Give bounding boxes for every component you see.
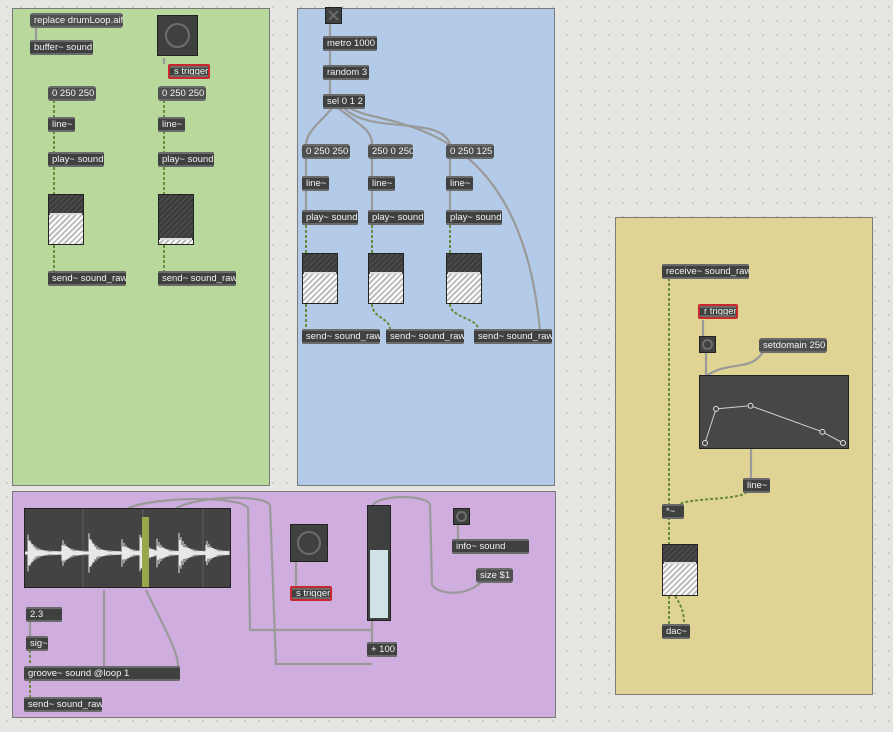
- purple-send-object[interactable]: send~ sound_raw: [24, 697, 102, 712]
- playhead-marker[interactable]: [142, 517, 149, 587]
- blue-voice-1-send[interactable]: send~ sound_raw: [302, 329, 380, 344]
- send-trigger-object[interactable]: s trigger: [168, 64, 210, 79]
- blue-voice-1-line[interactable]: line~: [302, 176, 329, 191]
- meter-level-line: [664, 562, 696, 564]
- voice-2-meter: [158, 194, 194, 245]
- receive-object[interactable]: receive~ sound_raw: [662, 264, 749, 279]
- blue-voice-2-send[interactable]: send~ sound_raw: [386, 329, 464, 344]
- voice-2-play[interactable]: play~ sound: [158, 152, 214, 167]
- blue-voice-1-play[interactable]: play~ sound: [302, 210, 358, 225]
- envelope-point-1[interactable]: [713, 405, 720, 412]
- meter-level-line: [304, 272, 336, 274]
- voice-1-play[interactable]: play~ sound: [48, 152, 104, 167]
- size-message[interactable]: size $1: [476, 568, 513, 583]
- voice-1-meter: [48, 194, 84, 245]
- yellow-line-object[interactable]: line~: [743, 478, 770, 493]
- meter-level-line: [370, 272, 402, 274]
- meter-level-line: [50, 213, 82, 215]
- voice-2-line[interactable]: line~: [158, 117, 185, 132]
- voice-1-message[interactable]: 0 250 250: [48, 86, 96, 101]
- purple-bang[interactable]: [290, 524, 328, 562]
- waveform-display[interactable]: [24, 508, 231, 588]
- yellow-bang[interactable]: [699, 336, 716, 353]
- voice-2-message[interactable]: 0 250 250: [158, 86, 206, 101]
- sig-object[interactable]: sig~: [26, 636, 48, 651]
- toggle-x-icon: [328, 10, 339, 21]
- blue-voice-1-message[interactable]: 0 250 250: [302, 144, 350, 159]
- voice-2-send[interactable]: send~ sound_raw: [158, 271, 236, 286]
- loop-slider[interactable]: [367, 505, 391, 621]
- sel-object[interactable]: sel 0 1 2: [323, 94, 365, 109]
- blue-voice-3-play[interactable]: play~ sound: [446, 210, 502, 225]
- envelope-point-2[interactable]: [747, 402, 754, 409]
- meter-level-line: [448, 272, 480, 274]
- waveform-graphic: [25, 509, 230, 587]
- dac-object[interactable]: dac~: [662, 624, 690, 639]
- buffer-object[interactable]: buffer~ sound: [30, 40, 93, 55]
- blue-voice-3-meter: [446, 253, 482, 304]
- purple-send-trigger-object[interactable]: s trigger: [290, 586, 332, 601]
- envelope-graphic: [702, 402, 846, 446]
- voice-1-line[interactable]: line~: [48, 117, 75, 132]
- setdomain-message[interactable]: setdomain 250: [759, 338, 827, 353]
- envelope-point-3[interactable]: [819, 428, 826, 435]
- replace-message[interactable]: replace drumLoop.aif: [30, 13, 123, 28]
- blue-voice-1-meter: [302, 253, 338, 304]
- envelope-function[interactable]: [699, 375, 849, 449]
- voice-1-send[interactable]: send~ sound_raw: [48, 271, 126, 286]
- meter-level-line: [160, 238, 192, 240]
- blue-voice-3-send[interactable]: send~ sound_raw: [474, 329, 552, 344]
- rate-number-box[interactable]: 2.3: [26, 607, 62, 622]
- multiply-object[interactable]: *~: [662, 504, 684, 519]
- info-bang[interactable]: [453, 508, 470, 525]
- blue-voice-2-message[interactable]: 250 0 250: [368, 144, 413, 159]
- metro-toggle[interactable]: [325, 7, 342, 24]
- blue-voice-3-line[interactable]: line~: [446, 176, 473, 191]
- envelope-point-0[interactable]: [702, 440, 708, 446]
- trigger-bang[interactable]: [157, 15, 198, 56]
- blue-voice-2-line[interactable]: line~: [368, 176, 395, 191]
- green-panel: [12, 8, 270, 486]
- groove-object[interactable]: groove~ sound @loop 1: [24, 666, 180, 681]
- info-object[interactable]: info~ sound: [452, 539, 529, 554]
- random-object[interactable]: random 3: [323, 65, 369, 80]
- blue-voice-2-meter: [368, 253, 404, 304]
- yellow-panel: [615, 217, 873, 695]
- yellow-meter: [662, 544, 698, 596]
- receive-trigger-object[interactable]: r trigger: [698, 304, 738, 319]
- envelope-point-4[interactable]: [840, 440, 846, 446]
- envelope-line: [704, 405, 844, 444]
- blue-voice-3-message[interactable]: 0 250 125: [446, 144, 494, 159]
- plus-object[interactable]: + 100: [367, 642, 397, 657]
- blue-voice-2-play[interactable]: play~ sound: [368, 210, 424, 225]
- metro-object[interactable]: metro 1000: [323, 36, 377, 51]
